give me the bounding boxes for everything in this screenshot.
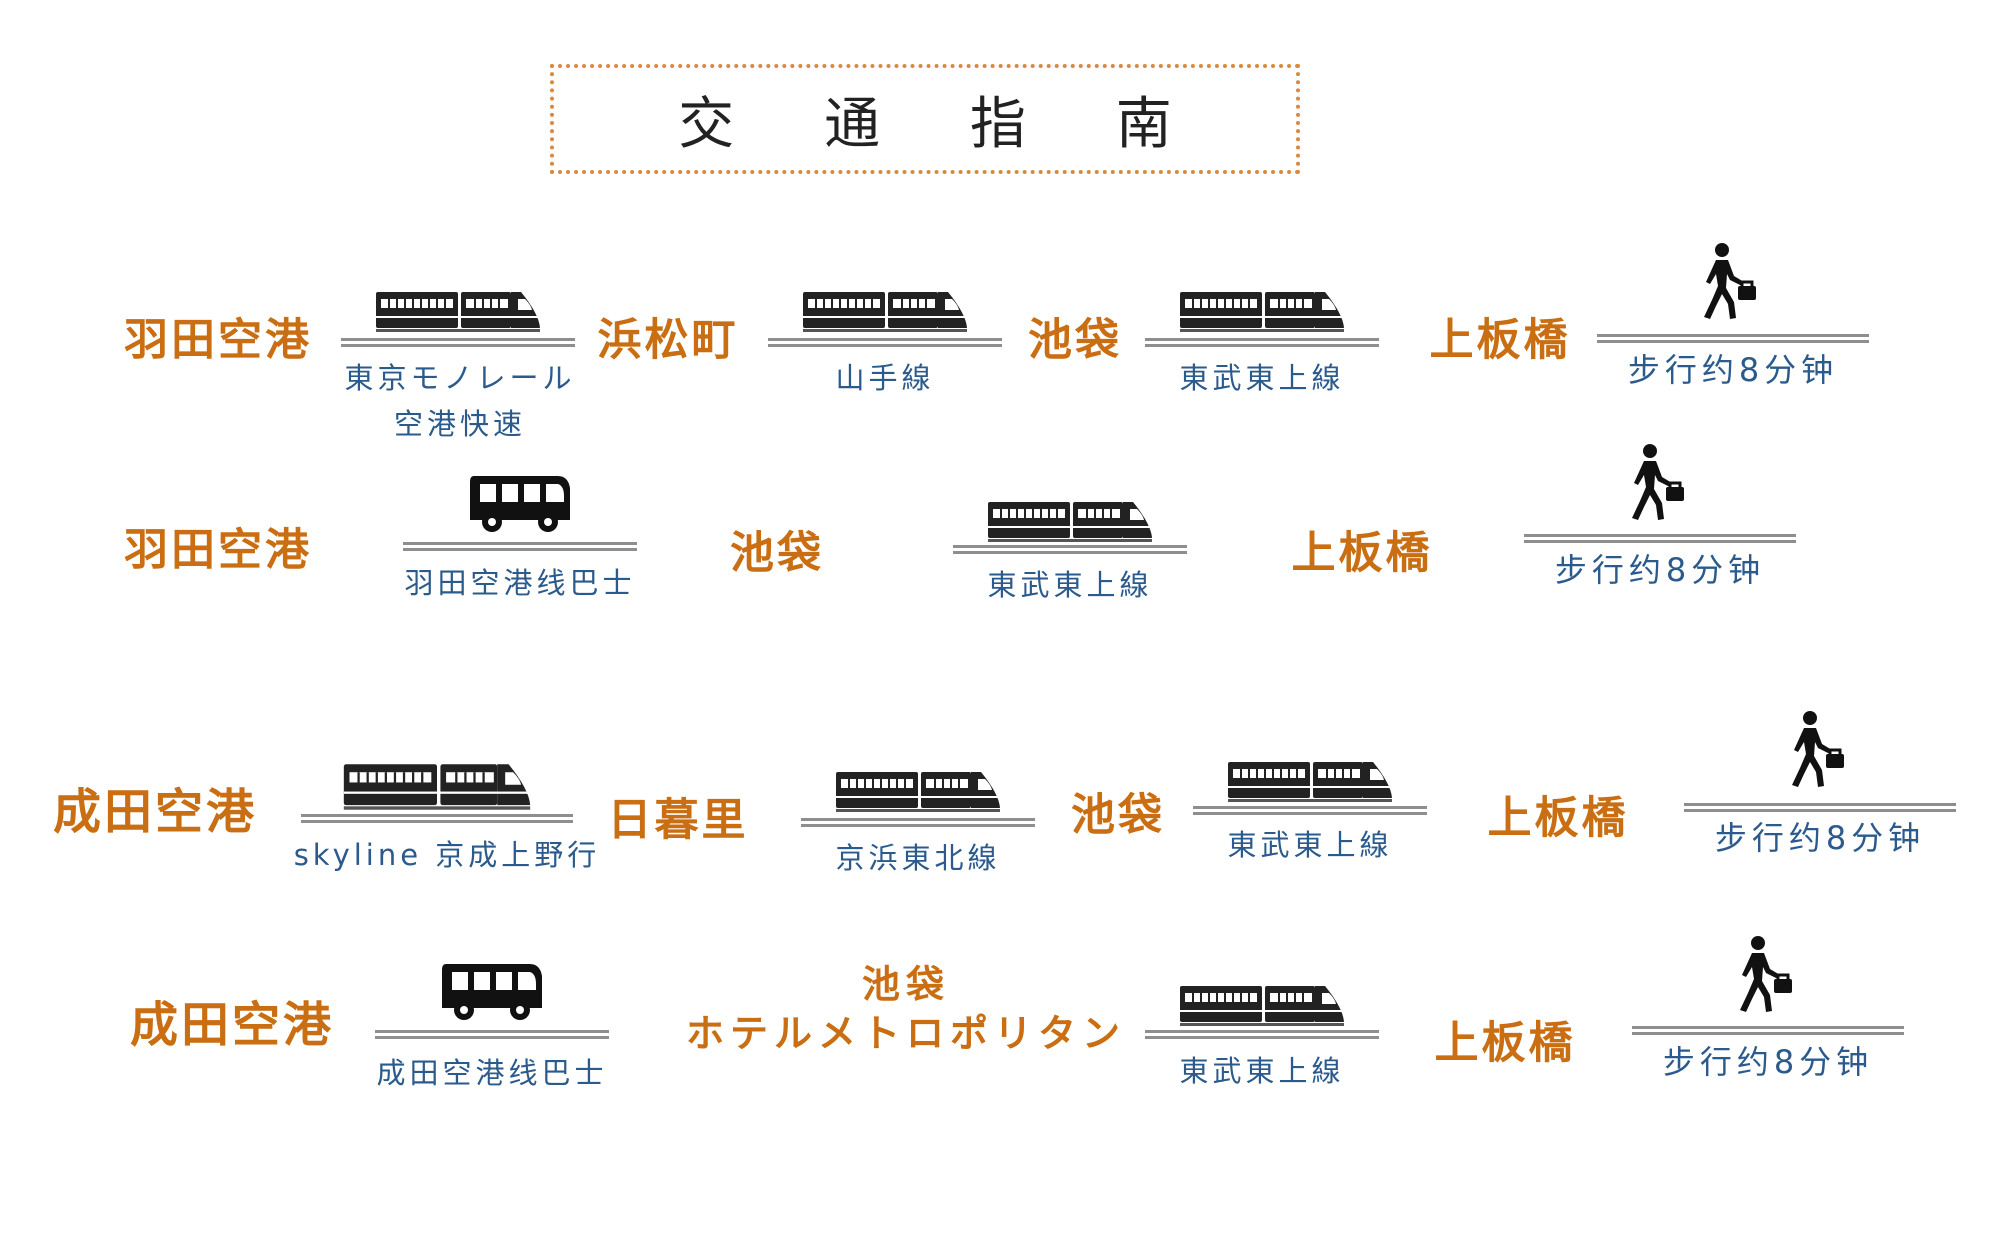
rail-line: [1145, 1030, 1379, 1039]
station: 羽田空港: [124, 524, 312, 576]
line-label: 步行约8分钟: [1714, 819, 1926, 857]
line-label: 羽田空港线巴士: [404, 566, 636, 600]
station: 浜松町: [597, 314, 739, 366]
train-icon: [802, 290, 968, 334]
line-label: 東武東上線: [1179, 361, 1345, 395]
station: 上板橋: [1487, 792, 1629, 844]
line-label: 京浜東北線: [835, 841, 1001, 875]
station-hotel: 池袋 ホテルメトロポリタン: [685, 962, 1127, 1056]
rail-line: [1632, 1026, 1904, 1035]
rail-line: [1145, 338, 1379, 347]
line-label: 東武東上線: [1227, 828, 1393, 862]
bus-icon: [440, 960, 544, 1024]
station: 池袋: [1028, 314, 1122, 366]
station: 成田空港: [129, 996, 335, 1053]
rail-line: [1193, 806, 1427, 815]
rail-line: [768, 338, 1002, 347]
train-icon: [1227, 760, 1393, 804]
station: 上板橋: [1429, 314, 1571, 366]
line-label: 步行约8分钟: [1662, 1043, 1874, 1081]
rail-line: [403, 542, 637, 551]
train-icon: [1179, 984, 1345, 1028]
rail-line: [1684, 803, 1956, 812]
walking-person-icon: [1736, 935, 1796, 1015]
station: 上板橋: [1434, 1017, 1576, 1069]
walking-person-icon: [1700, 242, 1760, 322]
train-icon: [1179, 290, 1345, 334]
train-icon: [835, 770, 1001, 814]
station: 成田空港: [52, 783, 258, 840]
train-icon: [375, 290, 541, 334]
train-icon: [342, 762, 532, 812]
line-label: 東武東上線: [1179, 1054, 1345, 1088]
station: 池袋: [1071, 789, 1165, 841]
page-title: 交 通 指 南: [678, 91, 1208, 157]
rail-line: [301, 814, 573, 823]
station: 日暮里: [607, 794, 749, 846]
walking-person-icon: [1628, 443, 1688, 523]
line-label: 東京モノレール 空港快速: [344, 361, 576, 442]
rail-line: [341, 338, 575, 347]
walking-person-icon: [1788, 710, 1848, 790]
line-label: skyline 京成上野行: [293, 838, 601, 872]
rail-line: [953, 545, 1187, 554]
line-label: 山手線: [835, 361, 935, 395]
line-label: 步行约8分钟: [1627, 351, 1839, 389]
station: 上板橋: [1291, 527, 1433, 579]
title-box: 交 通 指 南: [550, 64, 1300, 174]
line-label: 東武東上線: [987, 568, 1153, 602]
station: 池袋: [730, 527, 824, 579]
rail-line: [375, 1030, 609, 1039]
train-icon: [987, 500, 1153, 544]
line-label: 成田空港线巴士: [376, 1056, 608, 1090]
bus-icon: [468, 472, 572, 536]
station: 羽田空港: [124, 314, 312, 366]
rail-line: [1597, 334, 1869, 343]
rail-line: [1524, 534, 1796, 543]
rail-line: [801, 818, 1035, 827]
line-label: 步行约8分钟: [1554, 551, 1766, 589]
